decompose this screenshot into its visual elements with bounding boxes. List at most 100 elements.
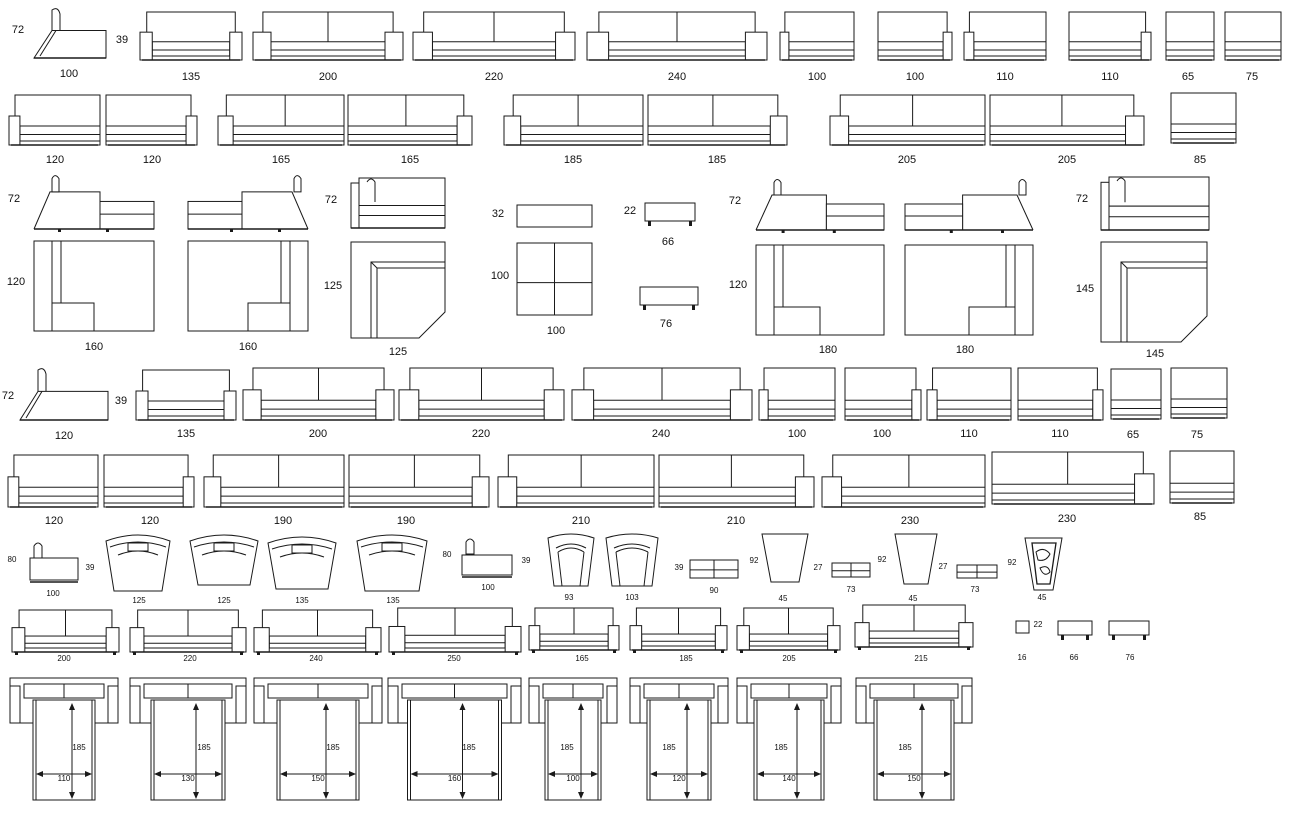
ottoman <box>689 559 739 579</box>
dimension-label: 185 <box>197 743 211 752</box>
dimension-label: 185 <box>898 743 912 752</box>
ottoman-front-view <box>516 204 593 228</box>
corner-side-view <box>1100 176 1210 231</box>
one-arm-sofa-right <box>844 367 922 421</box>
dimension-label: 200 <box>57 654 71 663</box>
dimension-label: 103 <box>625 593 639 602</box>
sofa-bed-open <box>253 677 383 801</box>
dimension-label: 39 <box>675 563 684 572</box>
one-arm-sofa-left <box>779 11 855 61</box>
dimension-label: 85 <box>1194 154 1206 166</box>
one-arm-sofa-left <box>503 94 644 146</box>
dimension-label: 180 <box>819 344 837 356</box>
dimension-label: 180 <box>956 344 974 356</box>
dimension-label: 45 <box>1038 593 1047 602</box>
dimension-label: 90 <box>710 586 719 595</box>
sofa-front-view <box>571 367 753 421</box>
dimension-label: 110 <box>58 774 71 783</box>
dimension-label: 220 <box>485 71 503 83</box>
dimension-label: 210 <box>727 515 745 527</box>
dimension-label: 135 <box>386 596 400 605</box>
dimension-label: 110 <box>960 428 978 440</box>
sofa-bed-open <box>9 677 119 801</box>
dimension-label: 240 <box>309 654 323 663</box>
one-arm-sofa-left <box>963 11 1047 61</box>
dimension-label: 125 <box>389 346 407 358</box>
dimension-label: 100 <box>808 71 826 83</box>
dimension-label: 130 <box>181 774 195 783</box>
dimension-label: 185 <box>462 743 476 752</box>
dimension-label: 76 <box>1126 653 1135 662</box>
sofa-front-view <box>253 609 382 655</box>
dimension-label: 230 <box>1058 513 1076 525</box>
dimension-label: 190 <box>274 515 292 527</box>
sofa-front-view <box>398 367 565 421</box>
dimension-label: 92 <box>750 556 759 565</box>
dimension-label: 160 <box>239 341 257 353</box>
bench-small <box>1057 620 1093 640</box>
dimension-label: 145 <box>1146 348 1164 360</box>
dimension-label: 205 <box>898 154 916 166</box>
dimension-label: 100 <box>491 270 509 282</box>
dimension-label: 150 <box>907 774 921 783</box>
armless-module <box>1165 11 1215 61</box>
dimension-label: 72 <box>325 194 337 206</box>
armchair-top-view <box>547 533 595 587</box>
bench-large <box>639 286 699 310</box>
dimension-label: 165 <box>575 654 589 663</box>
dimension-label: 72 <box>8 193 20 205</box>
chaise-top-view <box>904 244 1034 336</box>
sofa-front-view <box>242 367 395 421</box>
curved-module-top-view <box>267 536 337 590</box>
dimension-label: 200 <box>319 71 337 83</box>
sofa-front-view <box>129 609 247 655</box>
dimension-label: 85 <box>1194 511 1206 523</box>
dimension-label: 22 <box>624 205 636 217</box>
dimension-label: 92 <box>878 555 887 564</box>
dimension-label: 72 <box>1076 193 1088 205</box>
one-arm-sofa-left <box>829 94 986 146</box>
dimension-label: 145 <box>1076 283 1094 295</box>
one-arm-sofa-right <box>647 94 788 146</box>
dimension-label: 100 <box>60 68 78 80</box>
dimension-label: 185 <box>72 743 86 752</box>
dimension-label: 165 <box>272 154 290 166</box>
dimension-label: 185 <box>564 154 582 166</box>
dimension-label: 73 <box>847 585 856 594</box>
one-arm-sofa-right <box>877 11 953 61</box>
one-arm-sofa-left <box>8 94 101 146</box>
chaise-top-view <box>33 240 155 332</box>
dimension-label: 100 <box>566 774 580 783</box>
chaise-front-view <box>33 175 155 232</box>
dimension-label: 110 <box>1051 428 1069 440</box>
curved-module-top-view <box>356 534 428 592</box>
sofa-bed-open <box>129 677 247 801</box>
dimension-label: 76 <box>660 318 672 330</box>
dimension-label: 80 <box>443 550 452 559</box>
dimension-label: 190 <box>397 515 415 527</box>
armchair-side-view <box>29 542 79 583</box>
wedge-table <box>761 533 809 583</box>
one-arm-sofa-left <box>203 454 345 508</box>
dimension-label: 39 <box>115 395 127 407</box>
dimension-label: 45 <box>909 594 918 603</box>
dimension-label: 125 <box>132 596 146 605</box>
dimension-label: 185 <box>326 743 340 752</box>
one-arm-sofa-right <box>989 94 1145 146</box>
one-arm-sofa-right <box>658 454 815 508</box>
dimension-label: 185 <box>774 743 788 752</box>
dimension-label: 39 <box>116 34 128 46</box>
dimension-label: 160 <box>85 341 103 353</box>
dimension-label: 200 <box>309 428 327 440</box>
dimension-label: 135 <box>295 596 309 605</box>
sofa-bed-open <box>629 677 729 801</box>
one-arm-sofa-right <box>991 451 1155 505</box>
armless-module <box>1110 368 1162 420</box>
sofa-bed-open <box>736 677 842 801</box>
dimension-label: 73 <box>971 585 980 594</box>
dimension-label: 215 <box>914 654 928 663</box>
dimension-label: 120 <box>729 279 747 291</box>
chaise-side-view <box>19 368 109 421</box>
dimension-label: 185 <box>679 654 693 663</box>
